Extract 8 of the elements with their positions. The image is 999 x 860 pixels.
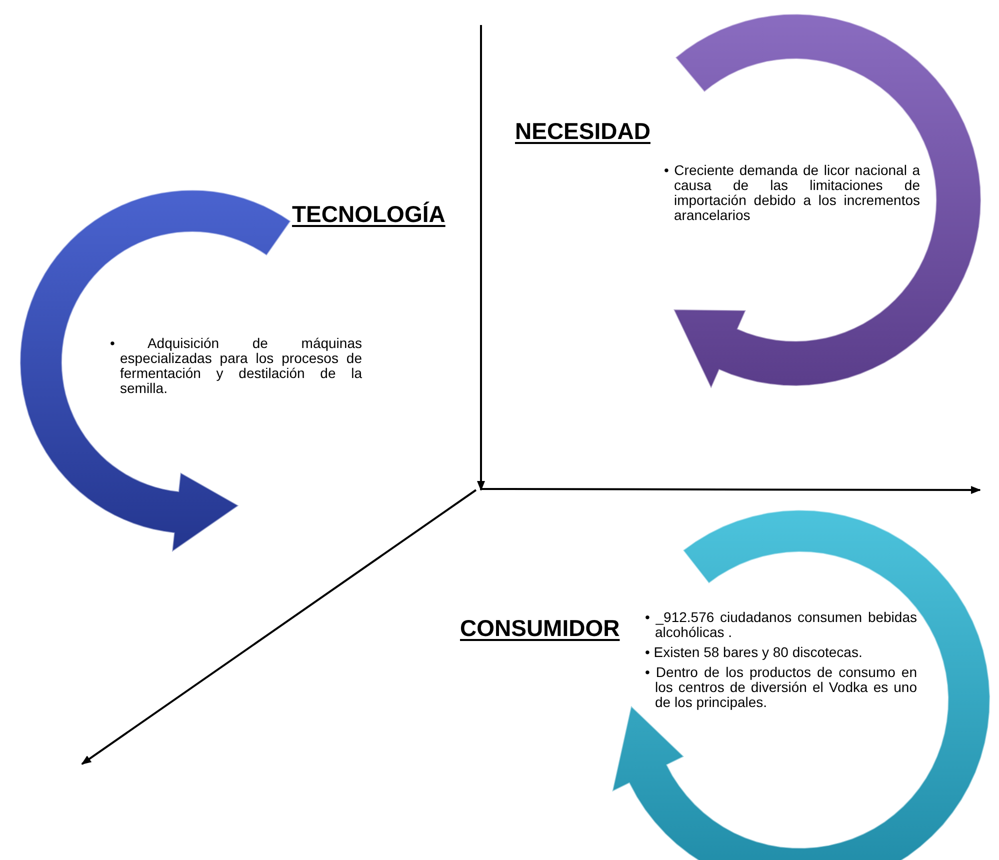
bullet-text: • Existen 58 bares y 80 discotecas. — [645, 645, 864, 660]
section-heading: TECNOLOGÍA — [292, 201, 446, 228]
bullet-text: • Adquisición de máquinas especializadas para los procesos de fermentación y destilación de la semilla. — [110, 336, 362, 396]
bullet-text: • Dentro de los productos de consumo en los centros de diversión el Vodka es uno de los principales. — [645, 665, 917, 710]
bullet-text: • _912.576 ciudadanos consumen bebidas alcohólicas . — [645, 610, 917, 640]
section-heading: CONSUMIDOR — [460, 615, 620, 642]
section-heading: NECESIDAD — [515, 118, 650, 145]
bullet-text: • Creciente demanda de licor nacional a causa de las limitaciones de importación debido a los incrementos arancelarios — [664, 163, 920, 223]
